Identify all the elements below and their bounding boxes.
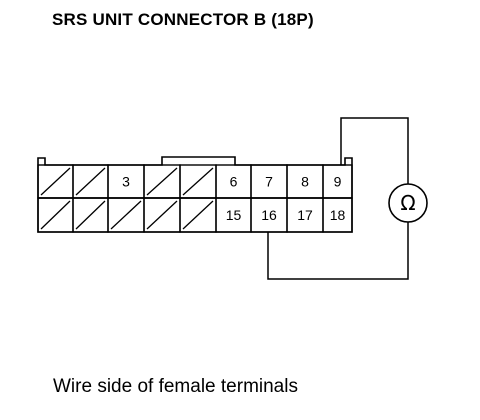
pin-number-label: 6 xyxy=(230,174,238,190)
terminal-bottom-4-unused xyxy=(143,197,181,233)
unused-slot-hatch xyxy=(146,200,178,230)
unused-slot-hatch xyxy=(40,200,71,230)
unused-slot-hatch xyxy=(75,200,106,230)
pin-number-label: 17 xyxy=(297,207,313,223)
diagram-title: SRS UNIT CONNECTOR B (18P) xyxy=(52,10,314,29)
connector-outline xyxy=(37,156,353,233)
terminal-6: 6 xyxy=(215,164,252,199)
terminal-17: 17 xyxy=(286,197,324,233)
pin-number-label: 7 xyxy=(265,174,273,190)
pin-number-label: 8 xyxy=(301,174,309,190)
unused-slot-hatch xyxy=(75,167,106,196)
terminal-bottom-5-unused xyxy=(179,197,217,233)
terminal-15: 15 xyxy=(215,197,252,233)
unused-slot-hatch xyxy=(182,167,214,196)
terminal-8: 8 xyxy=(286,164,324,199)
terminal-top-4-unused xyxy=(143,164,181,199)
pin-number-label: 9 xyxy=(334,174,342,190)
terminal-9: 9 xyxy=(322,164,353,199)
wire-pin9-to-meter xyxy=(340,117,409,184)
wire-pin16-to-meter xyxy=(267,222,409,280)
terminal-3: 3 xyxy=(107,164,145,199)
ohm-symbol: Ω xyxy=(400,191,415,215)
unused-slot-hatch xyxy=(40,167,71,196)
terminal-top-1-unused xyxy=(37,164,74,199)
terminal-18: 18 xyxy=(322,197,353,233)
pin-number-label: 3 xyxy=(122,174,130,190)
unused-slot-hatch xyxy=(182,200,214,230)
pin-number-label: 18 xyxy=(330,207,346,223)
ohmmeter-icon xyxy=(388,183,428,223)
terminal-7: 7 xyxy=(250,164,288,199)
terminal-bottom-3-unused xyxy=(107,197,145,233)
unused-slot-hatch xyxy=(110,200,142,230)
terminal-bottom-1-unused xyxy=(37,197,74,233)
unused-slot-hatch xyxy=(146,167,178,196)
terminal-bottom-2-unused xyxy=(72,197,109,233)
diagram-caption: Wire side of female terminals xyxy=(53,376,298,397)
terminal-top-5-unused xyxy=(179,164,217,199)
terminal-top-2-unused xyxy=(72,164,109,199)
terminal-16: 16 xyxy=(250,197,288,233)
pin-number-label: 15 xyxy=(226,207,242,223)
pin-number-label: 16 xyxy=(261,207,277,223)
